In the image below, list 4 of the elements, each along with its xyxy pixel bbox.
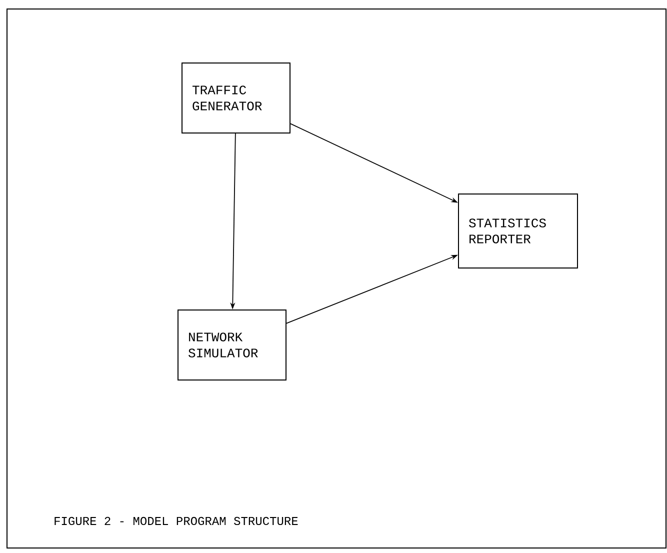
process-box: TRAFFIC GENERATOR <box>182 62 290 134</box>
process-box: NETWORK SIMULATOR <box>178 310 286 380</box>
figure-caption: FIGURE 2 - MODEL PROGRAM STRUCTURE <box>54 516 298 526</box>
process-box: STATISTICS REPORTER <box>458 193 578 268</box>
